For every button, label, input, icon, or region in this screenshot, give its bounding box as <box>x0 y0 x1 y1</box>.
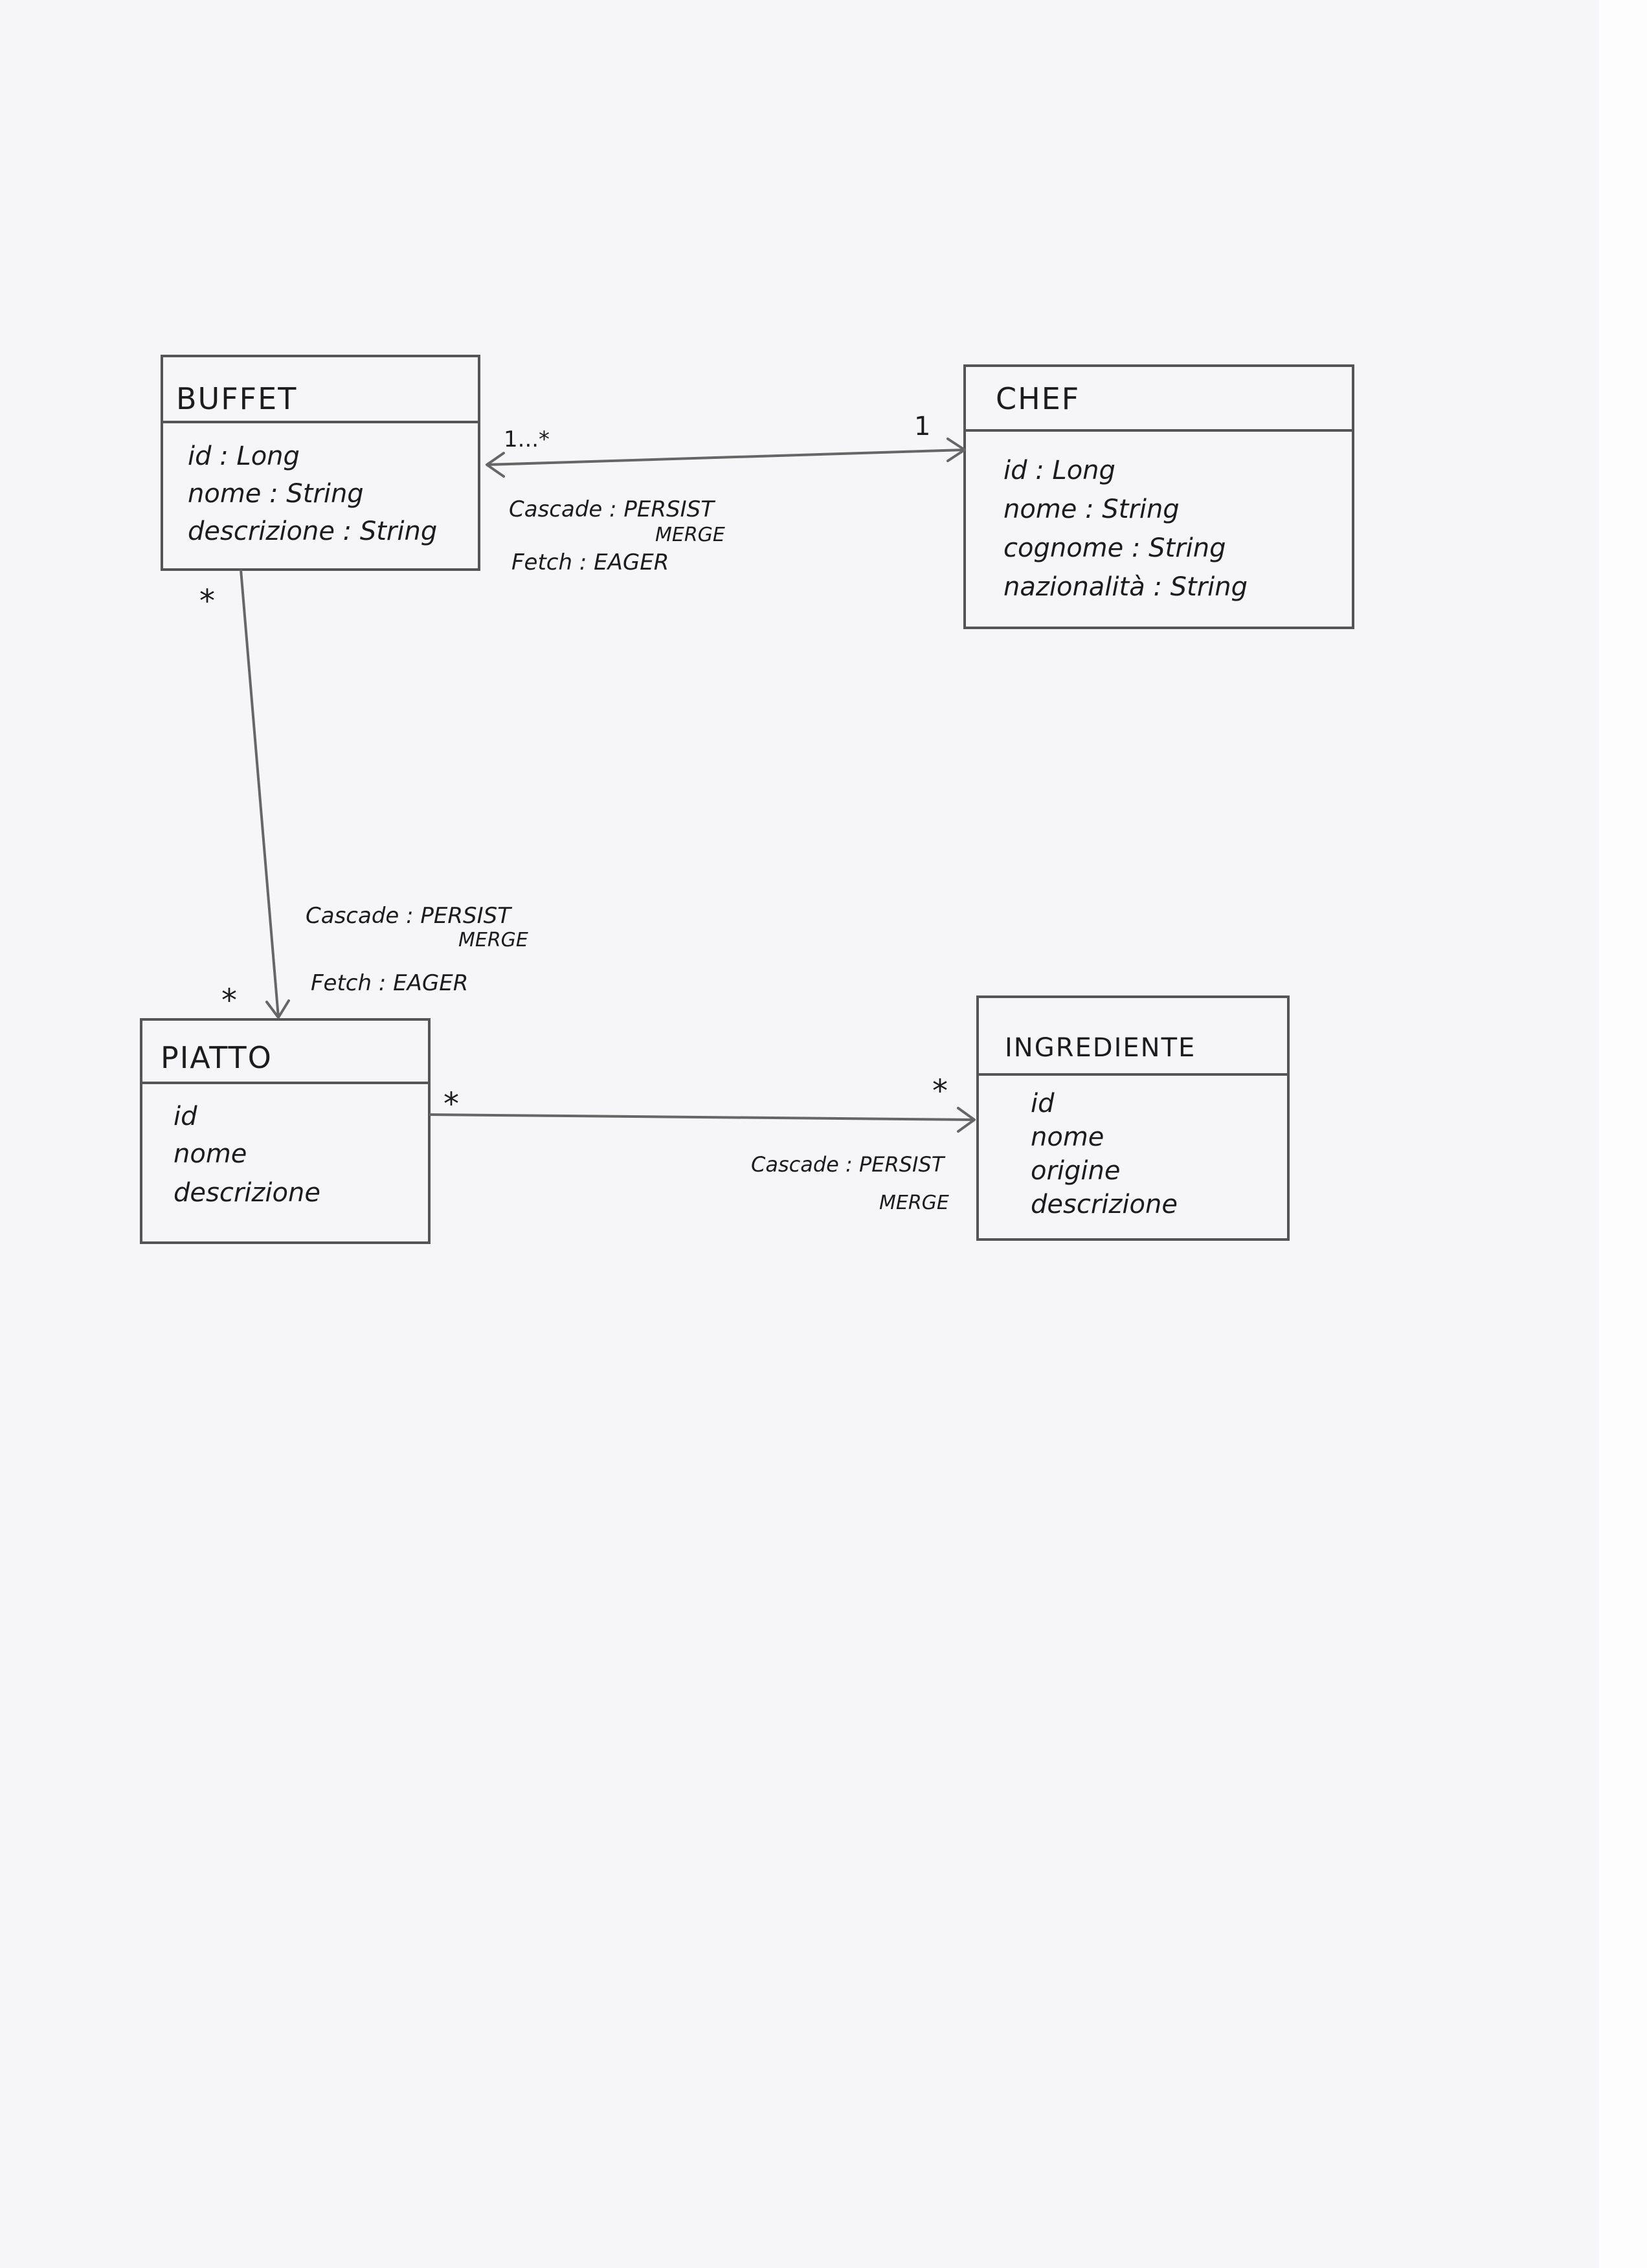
association-buffet-piatto[interactable]: * * Cascade : PERSIST MERGE Fetch : EAGE… <box>199 569 528 1019</box>
multiplicity-buffet-chef-buffet-end: 1...* <box>504 427 550 452</box>
class-chef-attr-cognome: cognome : String <box>1003 533 1226 563</box>
arrowhead-to-piatto <box>265 999 290 1019</box>
class-ingrediente-box <box>976 995 1290 1241</box>
multiplicity-buffet-piatto-buffet-end: * <box>199 583 215 619</box>
multiplicity-buffet-piatto-piatto-end: * <box>221 983 237 1019</box>
cascade-merge-buffet-piatto: MERGE <box>458 929 528 951</box>
arrowhead-to-chef <box>947 438 966 462</box>
class-chef-attr-nazionalita: nazionalità : String <box>1003 572 1248 602</box>
class-piatto[interactable]: PIATTO id nome descrizione <box>140 1018 431 1244</box>
class-chef-name: CHEF <box>996 381 1080 416</box>
association-piatto-ingrediente-line <box>429 1113 975 1121</box>
cascade-label-buffet-chef: Cascade : PERSIST <box>509 496 715 522</box>
class-buffet-name: BUFFET <box>176 381 297 416</box>
class-chef-box <box>963 364 1354 629</box>
cascade-merge-piatto-ingrediente: MERGE <box>879 1192 949 1214</box>
class-piatto-attr-nome: nome <box>174 1139 247 1169</box>
class-buffet-box <box>161 355 480 571</box>
class-piatto-box <box>140 1018 431 1244</box>
class-piatto-attr-id: id <box>174 1102 197 1131</box>
class-ingrediente[interactable]: INGREDIENTE id nome origine descrizione <box>976 995 1290 1241</box>
association-buffet-chef[interactable]: 1...* 1 Cascade : PERSIST MERGE Fetch : … <box>486 412 966 575</box>
class-piatto-attr-descrizione: descrizione <box>174 1178 320 1208</box>
multiplicity-piatto-ingrediente-ingrediente-end: * <box>932 1073 948 1109</box>
arrowhead-to-ingrediente <box>957 1107 976 1133</box>
class-buffet-attr-descrizione: descrizione : String <box>188 517 437 546</box>
class-chef-attr-id: id : Long <box>1003 456 1115 485</box>
cascade-label-buffet-piatto: Cascade : PERSIST <box>306 903 512 929</box>
class-chef-attr-nome: nome : String <box>1003 495 1180 524</box>
class-ingrediente-name: INGREDIENTE <box>1005 1033 1196 1063</box>
class-ingrediente-attr-id: id <box>1031 1089 1055 1118</box>
scan-edge <box>1599 0 1647 2268</box>
class-ingrediente-attr-nome: nome <box>1031 1122 1104 1152</box>
class-ingrediente-attr-descrizione: descrizione <box>1031 1190 1178 1219</box>
class-buffet-attr-id: id : Long <box>188 441 300 471</box>
fetch-label-buffet-piatto: Fetch : EAGER <box>311 970 468 996</box>
class-piatto-name: PIATTO <box>161 1040 273 1075</box>
class-chef[interactable]: CHEF id : Long nome : String cognome : S… <box>963 364 1354 629</box>
cascade-label-piatto-ingrediente: Cascade : PERSIST <box>751 1152 946 1177</box>
association-buffet-piatto-line <box>240 569 280 1018</box>
class-buffet-attr-nome: nome : String <box>188 479 364 509</box>
class-buffet[interactable]: BUFFET id : Long nome : String descrizio… <box>161 355 480 571</box>
paper-background <box>0 0 1599 2268</box>
multiplicity-buffet-chef-chef-end: 1 <box>914 412 930 441</box>
association-buffet-chef-line <box>486 449 965 466</box>
fetch-label-buffet-chef: Fetch : EAGER <box>511 550 669 575</box>
class-ingrediente-attr-origine: origine <box>1031 1156 1121 1186</box>
arrowhead-to-buffet <box>486 452 505 478</box>
association-piatto-ingrediente[interactable]: * * Cascade : PERSIST MERGE <box>429 1073 976 1214</box>
cascade-merge-buffet-chef: MERGE <box>655 524 725 546</box>
multiplicity-piatto-ingrediente-piatto-end: * <box>443 1086 459 1122</box>
